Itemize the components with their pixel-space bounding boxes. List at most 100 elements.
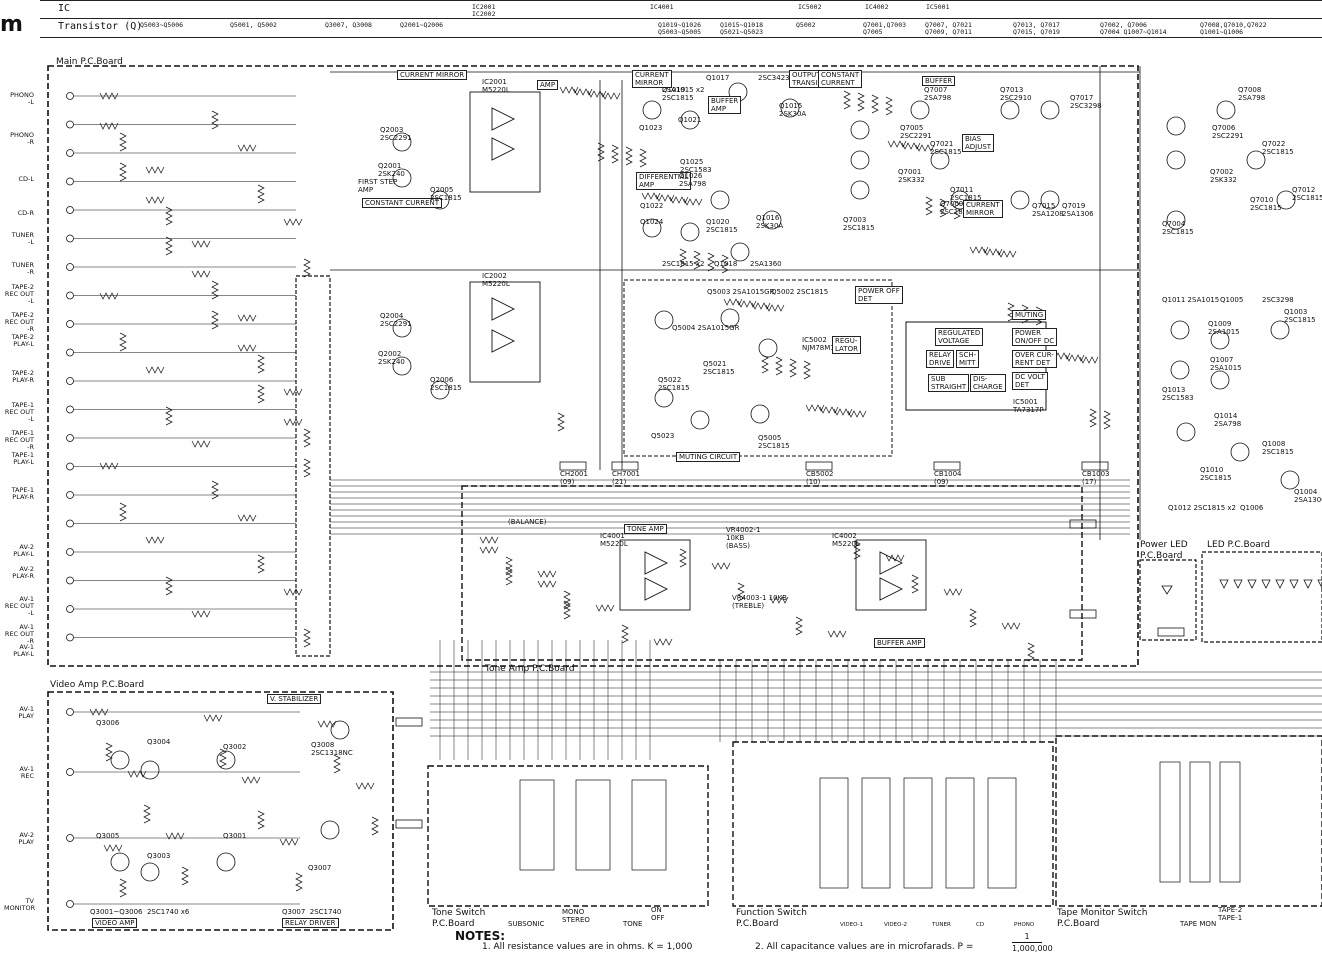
resistor-symbol [737,300,757,308]
block-label-q7017: Q7017 2SC3298 [1070,94,1102,110]
block-label-q2006: Q2006 2SC1815 [430,376,462,392]
block-label-q2003: Q2003 2SC2291 [380,126,412,142]
block-label-cb1004: CB1004 (09) [934,470,962,486]
transistor-cell: Q1015~Q1018 Q5021~Q5023 [720,21,764,36]
block-label-q1012: Q1012 2SC1815 x2 [1168,504,1236,512]
resistor-symbol [885,96,893,116]
resistor-symbol [295,872,303,892]
fraction-bar [1012,942,1042,943]
block-label-ic4001: IC4001 M5220L [600,532,628,548]
transistor-symbol [680,110,700,130]
block-label-relay-driver-box: RELAY DRIVER [282,918,339,928]
transistor-symbol [1166,150,1186,170]
resistor-symbol [611,144,619,164]
block-label-q3007: Q3007 [308,864,332,872]
block-label-tone-amp-box: TONE AMP [624,524,667,534]
resistor-symbol [1103,410,1111,430]
block-label-constant-current: CONSTANT CURRENT [362,198,443,208]
block-label-q1015x2: 2SA1015 x2 [662,86,705,94]
block-label-ic5002: IC5002 NJM78M12 [802,336,840,352]
input-jack-symbol [66,548,74,556]
led-symbol [1247,579,1257,589]
resistor-symbol [639,148,647,168]
block-label-buffer-amp-2: BUFFER AMP [874,638,925,648]
block-label-q-2sc1815x2: 2SC1815 x2 [662,260,705,268]
input-jack-label: AV-1 REC OUT -L [4,595,34,617]
block-label-video-amp-box: VIDEO AMP [92,918,138,928]
input-jack-symbol [66,519,74,528]
resistor-symbol [505,566,513,586]
block-label-q2004: Q2004 2SC2291 [380,312,412,328]
resistor-symbol [303,258,311,278]
resistor-symbol [761,354,769,374]
transistor-symbol [216,852,236,872]
resistor-symbol [165,206,173,226]
block-label-q7008: Q7008 2SA798 [1238,86,1266,102]
input-jack-label: AV-1 PLAY-L [13,643,34,658]
resistor-symbol [143,804,151,824]
resistor-symbol [203,714,223,722]
block-label-q7021: Q7021 2SC1815 [930,140,962,156]
transistor-symbol [690,410,710,430]
resistor-symbol [119,878,127,898]
resistor-symbol [885,554,905,562]
resistor-symbol [237,514,257,522]
input-jack-label: AV-1 REC OUT -R [4,623,34,645]
resistor-symbol [563,600,571,620]
block-label-ic5001: IC5001 TA7317P [1013,398,1044,414]
ic-cell: IC5002 [798,3,822,11]
led-symbol [1233,579,1243,589]
resistor-symbol [303,628,311,648]
resistor-symbol [257,810,265,830]
transistor-symbol [680,222,700,242]
video-jack-symbol [66,708,74,716]
resistor-symbol [557,412,565,432]
connector-symbol [1069,609,1097,619]
block-label-q1006: Q1006 [1240,504,1264,512]
led-symbol [1303,579,1313,589]
transistor-label: Transistor (Q) [58,21,143,32]
block-label-schmitt: SCH- MITT [956,350,980,368]
ic-cell: IC5001 [926,3,950,11]
resistor-symbol [99,292,119,300]
tape-monitor-board-outline [1055,735,1322,907]
transistor-symbol [1280,470,1300,490]
input-jack-label: PHONO -R [10,131,34,146]
resistor-symbol [641,192,661,200]
transistor-cell: Q3007, Q3008 [325,21,372,29]
block-label-q7005: Q7005 2SC2291 [900,124,932,140]
ic-cell: IC2001 IC2002 [472,3,496,18]
tape-monitor-board-title: Tape Monitor Switch P.C.Board [1057,908,1148,929]
resistor-symbol [805,404,825,412]
block-label-current-mirror-1: CURRENT MIRROR [632,70,672,88]
block-label-tape-mon: TAPE MON [1180,920,1217,928]
resistor-symbol [145,166,165,174]
block-label-q5002: Q5002 2SC1815 [771,288,829,296]
resistor-symbol [751,302,771,310]
transistor-symbol [392,168,412,188]
transistor-cell: Q5002 [796,21,816,29]
block-label-q7013: Q7013 2SC2910 [1000,86,1032,102]
transistor-cell: Q7008,Q7010,Q7022 Q1001~Q1006 [1200,21,1267,36]
input-jack-symbol [66,405,74,414]
tone-switch-board-title: Tone Switch P.C.Board [432,908,486,929]
resistor-symbol [119,502,127,522]
block-label-q7010: Q7010 2SC1815 [1250,196,1282,212]
resistor-symbol [953,200,961,220]
ic4001-opamp-a [644,551,669,575]
transistor-cell: Q7002, Q7006 Q7004 Q1007~Q1014 [1100,21,1167,36]
block-label-q1004: Q1004 2SA1306 [1294,488,1322,504]
block-label-q2002: Q2002 2SK240 [378,350,405,366]
resistor-symbol [257,384,265,404]
resistor-symbol [711,562,731,570]
led-symbol [1289,579,1299,589]
transistor-symbol [850,180,870,200]
transistor-symbol [720,308,740,328]
block-label-q1003: Q1003 2SC1815 [1284,308,1316,324]
resistor-symbol [819,406,839,414]
block-label-ic2001: IC2001 M5220L [482,78,510,94]
transistor-symbol [430,380,450,400]
resistor-symbol [679,548,687,568]
block-label-current-mirror-2: CURRENT MIRROR [963,200,1003,218]
